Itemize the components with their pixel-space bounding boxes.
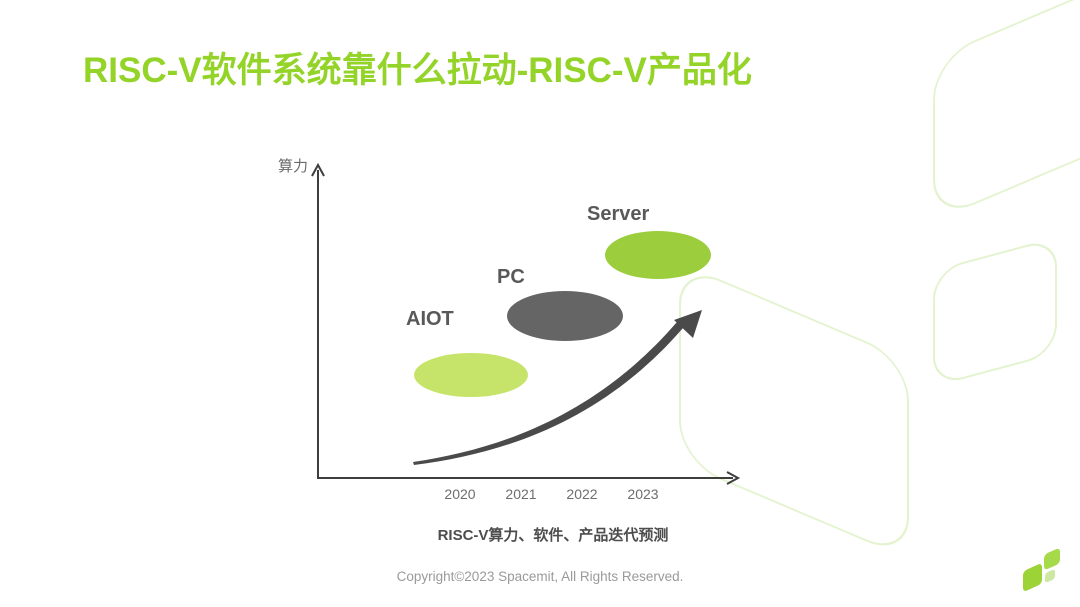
y-axis-arrowhead-icon	[311, 162, 325, 177]
logo-piece-top-icon	[1044, 547, 1060, 571]
bubble-pc	[507, 291, 623, 341]
bubble-label-pc: PC	[497, 266, 525, 288]
x-tick-2020: 2020	[444, 486, 476, 502]
bubble-server	[605, 231, 711, 279]
copyright-text: Copyright©2023 Spacemit, All Rights Rese…	[396, 569, 684, 584]
x-tick-2021: 2021	[505, 486, 537, 502]
logo-piece-small-icon	[1045, 568, 1055, 584]
bubble-label-server: Server	[587, 203, 650, 225]
x-tick-2022: 2022	[566, 486, 598, 502]
x-axis-arrowhead-icon	[726, 471, 741, 485]
page-title: RISC-V软件系统靠什么拉动-RISC-V产品化	[83, 51, 752, 90]
bubble-label-aiot: AIOT	[406, 308, 454, 330]
y-axis-label: 算力	[277, 158, 308, 175]
logo-piece-large-icon	[1023, 562, 1042, 593]
bubble-aiot	[414, 353, 528, 397]
chart-caption: RISC-V算力、软件、产品迭代预测	[437, 527, 669, 544]
x-tick-2023: 2023	[627, 486, 659, 502]
spacemit-logo	[1021, 547, 1065, 596]
growth-arrowhead-icon	[674, 310, 702, 338]
